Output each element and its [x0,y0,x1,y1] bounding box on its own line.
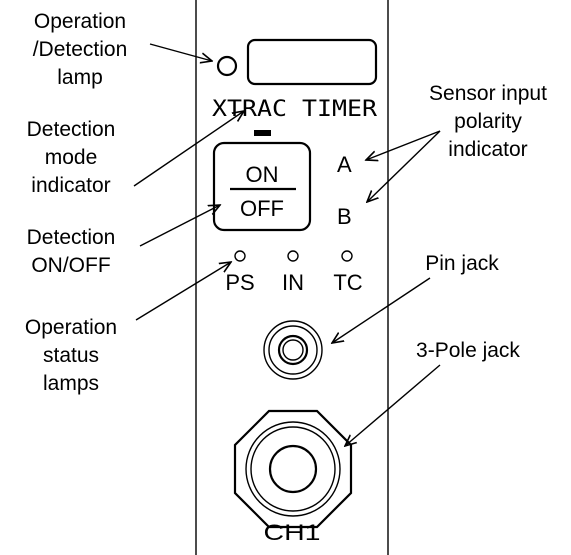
svg-text:Operation: Operation [25,316,117,339]
three-pole-jack [233,409,353,529]
label-three-pole-jack: 3-Pole jack [416,339,520,362]
status-lamp-in [287,250,299,262]
label-detection-on-off: Detection ON/OFF [27,226,116,277]
panel-outline [195,0,389,555]
svg-text:Detection: Detection [27,226,116,249]
polarity-a-label: A [337,152,352,177]
svg-text:indicator: indicator [448,138,527,161]
switch-off-label: OFF [240,196,284,221]
status-lamp-ps [234,250,246,262]
svg-text:Sensor input: Sensor input [429,82,547,105]
svg-text:Operation: Operation [34,10,126,33]
switch-on-label: ON [246,162,279,187]
svg-text:polarity: polarity [454,110,522,133]
panel-title: XTRAC TIMER [212,97,378,122]
display-window [246,38,378,86]
svg-text:indicator: indicator [31,174,110,197]
svg-text:lamp: lamp [57,66,103,89]
label-operation-detection-lamp: Operation /Detection lamp [33,10,128,89]
status-lamp-tc [341,250,353,262]
svg-text:/Detection: /Detection [33,38,128,61]
svg-text:lamps: lamps [43,372,99,395]
polarity-b-label: B [337,204,352,229]
detection-mode-indicator [254,130,271,136]
label-detection-mode-indicator: Detection mode indicator [27,118,116,197]
detection-on-off-switch: ON OFF [212,141,312,232]
label-sensor-input-polarity-indicator: Sensor input polarity indicator [429,82,547,161]
leader-arrows [133,43,441,446]
status-label-tc: TC [333,270,362,295]
svg-text:mode: mode [45,146,98,169]
channel-label: CH1 [264,520,321,545]
status-label-ps: PS [225,270,254,295]
svg-text:ON/OFF: ON/OFF [31,254,110,277]
svg-text:status: status [43,344,99,367]
operation-detection-lamp [216,55,238,77]
label-operation-status-lamps: Operation status lamps [25,316,117,395]
svg-text:Detection: Detection [27,118,116,141]
label-pin-jack: Pin jack [425,252,499,275]
status-label-in: IN [282,270,304,295]
pin-jack [263,320,323,380]
